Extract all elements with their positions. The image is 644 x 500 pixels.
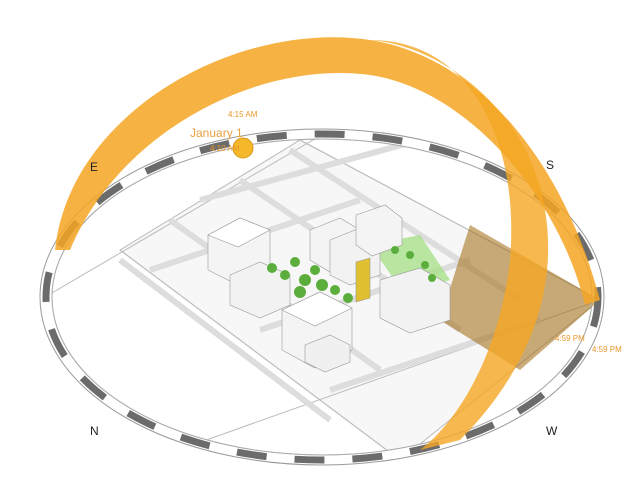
compass-ring-outer [39,128,605,466]
time-label: 4:10 AM [210,144,240,153]
compass-north: N [90,424,99,438]
time-label: 4:59 PM [555,334,585,343]
compass-east: E [90,160,99,174]
compass-south: S [546,158,555,172]
sun-path-band-lower [370,40,549,450]
date-label: January 1 [190,126,243,140]
sun-icon [232,137,254,159]
compass-west: W [546,424,558,438]
trees [267,246,436,303]
time-label: 4:15 AM [228,110,258,119]
sun-path-band [55,37,600,305]
time-label: 4:59 PM [592,345,622,354]
buildings [207,204,451,373]
